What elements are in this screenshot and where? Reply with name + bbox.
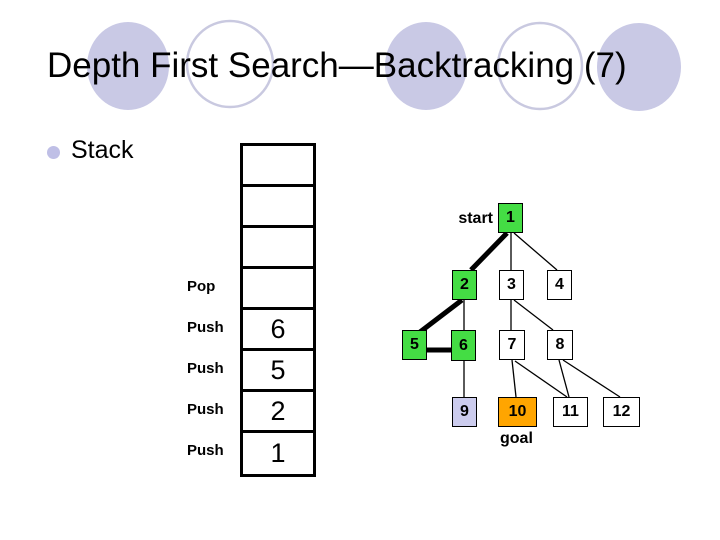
page-title: Depth First Search—Backtracking (7) (47, 46, 627, 85)
stack-cell-4: 6 (243, 310, 313, 351)
start-label: start (458, 210, 493, 227)
stack-op-pop: Pop (187, 277, 216, 295)
graph-node-1: 1 (498, 203, 523, 233)
stack-cell-5: 5 (243, 351, 313, 392)
bullet-icon (47, 145, 60, 159)
title-decoration-circles (87, 19, 681, 111)
edge-7-10 (511, 359, 517, 398)
edge-7-11 (514, 360, 568, 398)
graph-node-12: 12 (603, 397, 640, 427)
stack-op-push: Push (187, 318, 224, 336)
edge-3-8 (513, 299, 554, 331)
stack-op-push: Push (187, 359, 224, 377)
graph-node-9: 9 (452, 397, 477, 427)
graph-node-8: 8 (547, 330, 573, 360)
stack-cell-2 (243, 228, 313, 269)
graph-node-7: 7 (499, 330, 525, 360)
stack-op-push: Push (187, 400, 224, 418)
edge-1-4 (513, 232, 558, 271)
title-decor-circle (597, 23, 681, 111)
graph-node-11: 11 (553, 397, 588, 427)
title-decor-circle (385, 22, 467, 110)
graph-node-4: 4 (547, 270, 572, 300)
title-decor-circle (185, 19, 275, 109)
graph-node-6: 6 (451, 330, 476, 361)
title-decor-circle (496, 21, 584, 111)
title-decor-circle (87, 22, 169, 110)
goal-label: goal (500, 430, 533, 447)
edge-8-12 (562, 359, 621, 398)
stack-cell-3 (243, 269, 313, 310)
stack-cell-1 (243, 187, 313, 228)
stack-op-push: Push (187, 441, 224, 459)
graph-node-5: 5 (402, 330, 427, 360)
graph-node-2: 2 (452, 270, 477, 300)
bullet-label: Stack (71, 136, 134, 164)
edge-8-11 (558, 359, 570, 398)
bullet-row: Stack (47, 136, 134, 165)
stack-cell-6: 2 (243, 392, 313, 433)
graph-node-10: 10 (498, 397, 537, 427)
edge-1-2-path (469, 231, 509, 272)
graph-node-3: 3 (499, 270, 524, 300)
stack-cell-0 (243, 146, 313, 187)
edge-2-5-path (418, 298, 464, 334)
stack-cell-7: 1 (270, 438, 286, 468)
